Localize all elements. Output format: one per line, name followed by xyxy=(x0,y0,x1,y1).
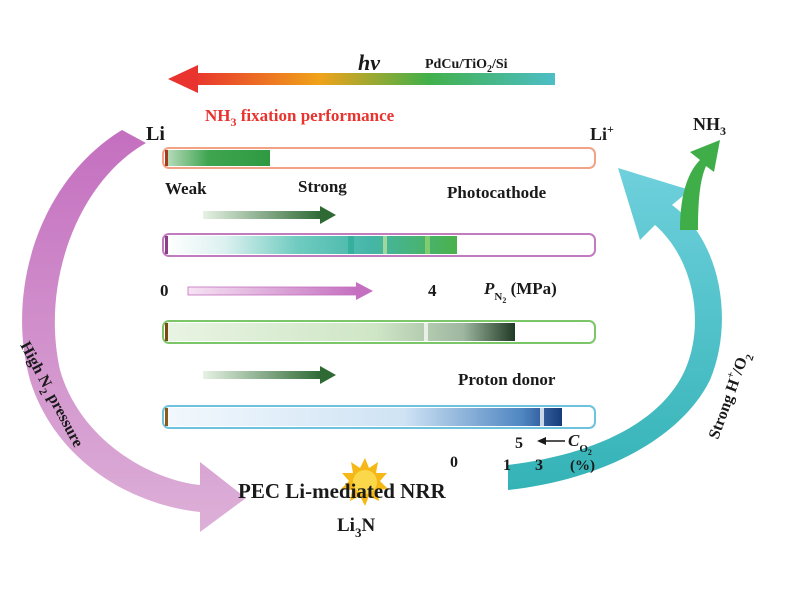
co2-axis-label: CO2 xyxy=(568,431,592,457)
co2-tick-3: 3 xyxy=(535,457,543,474)
strong-label: Strong xyxy=(298,177,347,196)
proton-donor-label: Proton donor xyxy=(458,370,556,389)
left-cycle-arrow xyxy=(22,130,246,532)
co2-tick-1: 1 xyxy=(503,457,511,474)
n2-pressure-bar xyxy=(162,233,596,257)
nh3-release-arrow xyxy=(680,140,720,230)
photocathode-bar xyxy=(162,147,596,169)
pec-li-mediated-nrr-label: PEC Li-mediated NRR xyxy=(238,479,446,503)
pressure-trend-arrow xyxy=(187,282,373,300)
co2-tick-5: 5 xyxy=(515,435,523,452)
co2-unit-label: (%) xyxy=(570,458,595,474)
nh3-label: NH3 xyxy=(693,114,726,138)
nh3-fixation-performance-label: NH3 fixation performance xyxy=(205,106,395,129)
co2-bar xyxy=(162,405,596,429)
right-cycle-arrow xyxy=(508,168,722,490)
hv-label: hv xyxy=(358,50,380,75)
weak-label: Weak xyxy=(165,179,207,198)
photocathode-label: Photocathode xyxy=(447,183,547,202)
co2-pointer-arrow xyxy=(537,437,565,445)
proton-donor-bar xyxy=(162,320,596,344)
pressure-max-label: 4 xyxy=(428,281,437,300)
co2-tick-0: 0 xyxy=(450,454,458,471)
sun-icon xyxy=(341,458,388,506)
proton-trend-arrow xyxy=(203,366,336,384)
light-gradient-arrow xyxy=(168,65,555,93)
material-label: PdCu/TiO2/Si xyxy=(425,57,508,75)
pressure-min-label: 0 xyxy=(160,281,169,300)
li-label: Li xyxy=(146,123,165,145)
pressure-axis-label: PN2 (MPa) xyxy=(483,279,557,305)
photocathode-trend-arrow xyxy=(203,206,336,224)
li-plus-label: Li+ xyxy=(590,122,614,144)
li3n-label: Li3N xyxy=(337,515,375,540)
